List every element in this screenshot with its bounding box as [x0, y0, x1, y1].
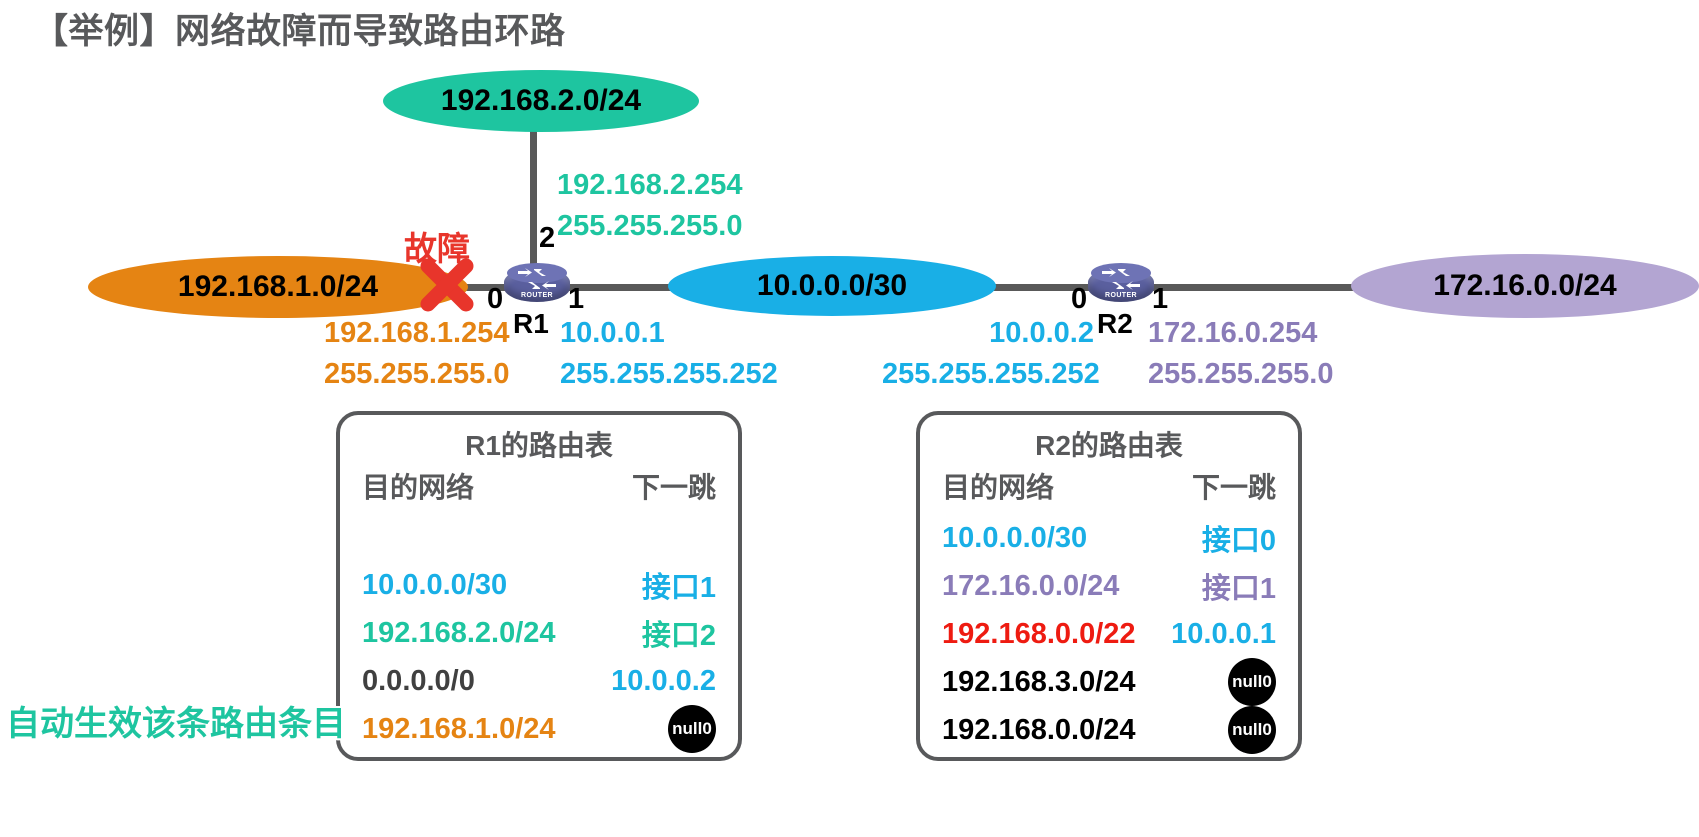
- route-destination: 192.168.3.0/24: [942, 665, 1136, 698]
- column-header-destination: 目的网络: [362, 472, 475, 503]
- interface-r1-e1-mask: 255.255.255.252: [560, 358, 778, 390]
- interface-r1-e2: 192.168.2.254 255.255.255.0: [557, 165, 742, 247]
- table-row: 172.16.0.0/24 接口1: [942, 562, 1276, 610]
- link-r2-to-172-16-0-0: [1135, 284, 1375, 291]
- routing-table-r2: R2的路由表 目的网络 下一跳 10.0.0.0/30 接口0 172.16.0.0…: [916, 411, 1302, 761]
- route-next-hop: null0: [1228, 706, 1276, 754]
- interface-r1-e1: 10.0.0.1 255.255.255.252: [560, 313, 778, 395]
- link-r1-to-wan: [552, 284, 712, 291]
- interface-r1-e0: 192.168.1.254 255.255.255.0: [324, 313, 509, 395]
- table-row: 10.0.0.0/30 接口0: [942, 514, 1276, 562]
- routing-table-r2-header: 目的网络 下一跳: [920, 464, 1298, 506]
- network-cloud-192-168-2-0: 192.168.2.0/24: [383, 70, 699, 132]
- interface-r2-e0-ip: 10.0.0.2: [989, 317, 1094, 349]
- interface-r2-e0: 10.0.0.2 255.255.255.252: [882, 313, 1100, 395]
- router-icon-r1: ROUTER: [504, 262, 570, 308]
- route-destination: 172.16.0.0/24: [942, 569, 1120, 602]
- route-destination: 192.168.2.0/24: [362, 616, 556, 649]
- routing-table-r1-header: 目的网络 下一跳: [340, 464, 738, 506]
- table-row: 192.168.0.0/22 10.0.0.1: [942, 610, 1276, 658]
- routing-table-r2-rows: 10.0.0.0/30 接口0 172.16.0.0/24 接口1 192.168.0.…: [920, 506, 1298, 754]
- r1-port-1-label: 1: [568, 283, 585, 315]
- table-row: 192.168.0.0/24 null0: [942, 706, 1276, 754]
- interface-r2-e1-mask: 255.255.255.0: [1148, 358, 1334, 390]
- route-next-hop: null0: [668, 705, 716, 753]
- route-destination: 10.0.0.0/30: [362, 568, 508, 601]
- null0-badge: null0: [1228, 706, 1276, 754]
- network-cloud-192-168-1-0: 192.168.1.0/24: [88, 256, 468, 318]
- router-caption: ROUTER: [521, 292, 553, 299]
- router-arrows-icon: [518, 268, 556, 290]
- link-r1-to-192-168-1-0: [420, 284, 520, 291]
- route-destination: 192.168.0.0/22: [942, 617, 1136, 650]
- route-next-hop: null0: [1228, 658, 1276, 706]
- router-label-r2: R2: [1097, 308, 1133, 339]
- route-destination: 192.168.1.0/24: [362, 712, 556, 745]
- router-top: [507, 263, 567, 283]
- routing-table-r1: R1的路由表 目的网络 下一跳 10.0.0.0/30 接口1 192.168.2.…: [336, 411, 742, 761]
- route-next-hop: 10.0.0.1: [1171, 617, 1276, 650]
- page-title: 【举例】网络故障而导致路由环路: [33, 12, 566, 51]
- routing-table-r2-title: R2的路由表: [1035, 430, 1183, 461]
- route-next-hop: 接口1: [1201, 573, 1276, 605]
- interface-r2-e1: 172.16.0.254 255.255.255.0: [1148, 313, 1333, 395]
- column-header-next-hop: 下一跳: [1191, 472, 1276, 503]
- network-cloud-172-16-0-0: 172.16.0.0/24: [1351, 254, 1699, 318]
- router-top: [1091, 263, 1151, 283]
- route-next-hop: 接口0: [1201, 525, 1276, 557]
- route-next-hop: 接口1: [641, 572, 716, 604]
- route-destination: 192.168.0.0/24: [942, 713, 1136, 746]
- routing-table-r1-rows: 10.0.0.0/30 接口1 192.168.2.0/24 接口2 0.0.0.0/0…: [340, 506, 738, 753]
- router-label-r1: R1: [513, 308, 549, 339]
- interface-r2-e1-ip: 172.16.0.254: [1148, 317, 1318, 349]
- fault-x-icon: [420, 258, 474, 312]
- router-icon-r2: ROUTER: [1088, 262, 1154, 308]
- r2-port-0-label: 0: [1071, 283, 1088, 315]
- r2-port-1-label: 1: [1152, 283, 1169, 315]
- r1-port-0-label: 0: [487, 283, 504, 315]
- interface-r2-e0-mask: 255.255.255.252: [882, 358, 1100, 390]
- null0-badge: null0: [668, 705, 716, 753]
- auto-effect-note: 自动生效该条路由条目: [6, 705, 346, 743]
- route-next-hop: 10.0.0.2: [611, 664, 716, 697]
- null0-badge: null0: [1228, 658, 1276, 706]
- r1-port-2-label: 2: [539, 222, 556, 254]
- router-caption: ROUTER: [1105, 292, 1137, 299]
- network-cloud-10-0-0-0: 10.0.0.0/30: [668, 256, 996, 316]
- link-r1-to-192-168-2-0: [530, 118, 537, 288]
- table-row: 192.168.2.0/24 接口2: [362, 609, 716, 657]
- route-destination: 0.0.0.0/0: [362, 664, 475, 697]
- interface-r1-e2-mask: 255.255.255.0: [557, 210, 743, 242]
- table-row: 192.168.1.0/24 null0: [362, 705, 716, 753]
- link-wan-to-r2: [955, 284, 1100, 291]
- route-next-hop: 接口2: [641, 620, 716, 652]
- table-row: 10.0.0.0/30 接口1: [362, 561, 716, 609]
- routing-table-r1-title: R1的路由表: [465, 430, 613, 461]
- table-row: 192.168.3.0/24 null0: [942, 658, 1276, 706]
- column-header-destination: 目的网络: [942, 472, 1055, 503]
- column-header-next-hop: 下一跳: [631, 472, 716, 503]
- router-arrows-icon: [1102, 268, 1140, 290]
- fault-label: 故障: [404, 230, 470, 267]
- interface-r1-e0-ip: 192.168.1.254: [324, 317, 510, 349]
- interface-r1-e1-ip: 10.0.0.1: [560, 317, 665, 349]
- table-row: 0.0.0.0/0 10.0.0.2: [362, 657, 716, 705]
- route-destination: 10.0.0.0/30: [942, 521, 1088, 554]
- interface-r1-e2-ip: 192.168.2.254: [557, 169, 743, 201]
- interface-r1-e0-mask: 255.255.255.0: [324, 358, 510, 390]
